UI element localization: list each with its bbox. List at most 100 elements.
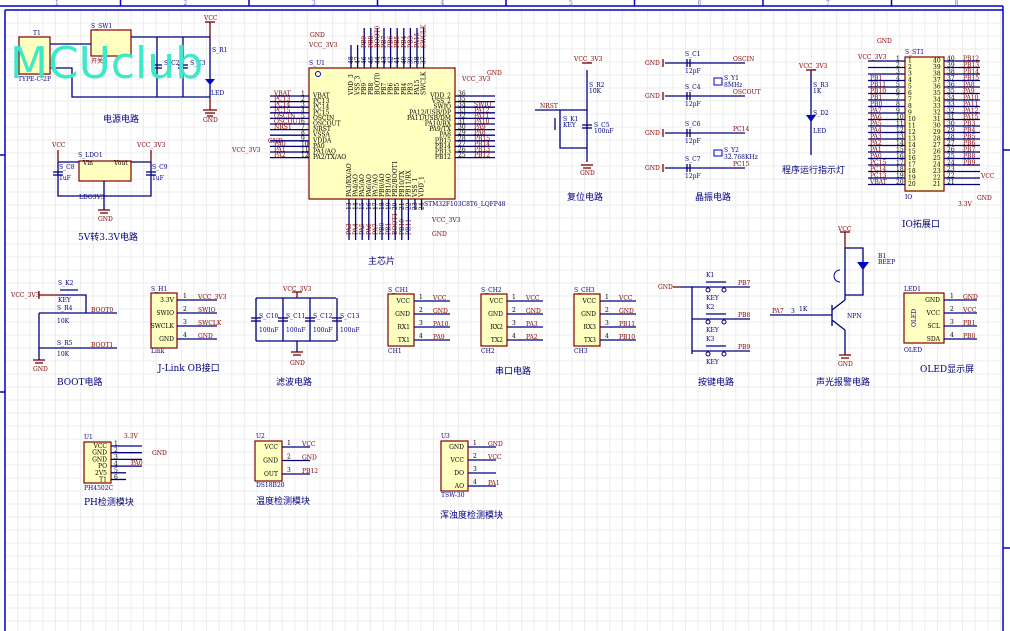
pin-number: 26 (458, 147, 466, 154)
reset-circuit: NRST S_R2 10K S_K1 KEY S_C5 100nF VCC_3V… (535, 56, 613, 203)
section-title-run-led: 程序运行指示灯 (782, 164, 845, 176)
svg-text:IO: IO (905, 194, 912, 201)
pin-name: T1 (99, 477, 107, 484)
pin-name: SWIO (156, 310, 174, 317)
pin-name: PB0/AO (379, 173, 386, 197)
pin-number: 40 (947, 56, 955, 63)
key-label: KEY (706, 327, 720, 334)
svg-text:GND: GND (487, 70, 502, 77)
pin-number: 8 (301, 130, 305, 137)
net-label: PA9 (963, 88, 975, 95)
pin-number: 37 (947, 75, 955, 82)
pin-name: 33 (933, 103, 941, 110)
crystal-circuit: S_Y1 8MHz S_Y2 32.768KHz 晶振电路 S_C112pFOS… (645, 51, 761, 203)
net-label: PA8 (474, 130, 486, 137)
net-label: VCC (301, 441, 316, 448)
pin-name: PA12/USB/DP (409, 109, 451, 116)
net-label: PC14 (870, 166, 886, 173)
pin-number: 32 (947, 108, 955, 115)
pin-name: PA0 (313, 143, 325, 150)
power-switch (90, 29, 132, 57)
run-led-circuit: VCC_3V3 S_R3 1K S_D2 LED 程序运行指示灯 (782, 63, 845, 176)
net-label: PB11 (405, 219, 412, 235)
pin-number: 18 (896, 166, 904, 173)
net-label: PA11 (474, 113, 489, 120)
net-label: VBAT (273, 91, 291, 98)
net-label: PB8 (368, 36, 375, 48)
pin-number: 19 (896, 173, 904, 180)
pin-number: 48 (348, 56, 355, 64)
svg-text:S_Y2: S_Y2 (724, 147, 739, 154)
net-label: VBAT (869, 179, 887, 186)
net-label: PA6 (870, 114, 882, 121)
pin-number: 42 (388, 56, 395, 64)
net-label: SWIO (474, 102, 492, 109)
pin-number: 22 (405, 202, 412, 210)
pin-name: RX1 (397, 324, 410, 331)
svg-text:BEEP: BEEP (878, 259, 895, 266)
pin-name: PB2/BOOT1 (392, 161, 399, 197)
net-label: PB11 (619, 321, 635, 328)
ruler-label: 7 (826, 0, 830, 7)
svg-text:VCC_3V3: VCC_3V3 (573, 56, 603, 63)
pin-number: 6 (114, 474, 118, 481)
pin-number: 17 (372, 202, 379, 210)
net-label: OSCIN (733, 56, 754, 63)
svg-text:GND: GND (580, 170, 595, 177)
pin-number: 29 (458, 130, 466, 137)
pin-number: 6 (896, 88, 900, 95)
svg-text:PA0: PA0 (131, 460, 143, 467)
pin-number: 16 (896, 153, 904, 160)
pin-number: 41 (394, 56, 401, 64)
pin-name: VCC (92, 443, 107, 450)
net-label: PA2 (870, 140, 882, 147)
pin-number: 39 (407, 56, 414, 64)
pin-number: 24 (947, 160, 955, 167)
buzzer-circuit: VCC B1 BEEP PA7 3 1K NPN GND 声光报警电路 (770, 226, 895, 388)
net-label: PA1 (274, 147, 286, 154)
svg-text:S_H1: S_H1 (151, 286, 167, 293)
net-label: PB7 (963, 147, 975, 154)
pin-number: 24 (419, 202, 426, 210)
svg-text:S_R5: S_R5 (57, 340, 73, 347)
pin-name: VSS_3 (355, 76, 362, 96)
pin-name: 34 (933, 97, 941, 104)
pin-name: PA8 (439, 132, 451, 139)
net-label: PA4 (870, 127, 882, 134)
svg-text:STM32F103C8T6_LQFP48: STM32F103C8T6_LQFP48 (424, 201, 506, 208)
pin-name: 1 (908, 58, 912, 65)
net-label: VCC (962, 307, 977, 314)
key-contact-icon (705, 287, 711, 293)
pin-number: 36 (947, 82, 955, 89)
cap-ref: S_C6 (685, 121, 701, 128)
switch-label: 开关 (91, 57, 103, 65)
svg-text:32.768KHz: 32.768KHz (724, 154, 758, 161)
svg-text:OLED: OLED (904, 347, 922, 354)
cap-value: 100nF (286, 327, 305, 334)
net-label: PB9 (738, 344, 750, 351)
svg-text:VCC: VCC (980, 173, 995, 180)
pin-number: 35 (458, 96, 466, 103)
section-title-io: IO拓展口 (902, 218, 940, 230)
svg-text:VCC_3V3: VCC_3V3 (798, 63, 828, 70)
pin-number: 11 (896, 121, 904, 128)
net-label: PA2 (526, 334, 538, 341)
pin-number: 18 (379, 202, 386, 210)
svg-text:VCC: VCC (51, 142, 66, 149)
pin-number: 32 (458, 113, 466, 120)
gnd-label: GND (645, 130, 660, 137)
pin-number: 2 (114, 447, 118, 454)
pin-number: 25 (458, 152, 466, 159)
vcc-label: VCC (203, 15, 218, 22)
net-label: PB12 (302, 468, 318, 475)
svg-text:VCC_3V3: VCC_3V3 (231, 147, 261, 154)
net-label: PB9 (361, 36, 368, 48)
pin-number: 1 (896, 56, 900, 63)
ruler-label: 8 (955, 0, 959, 7)
pin-name: 2 (908, 64, 912, 71)
pin-name: BOOT0 (374, 73, 381, 95)
pin-number: 20 (896, 179, 904, 186)
pin-name: 40 (933, 58, 941, 65)
